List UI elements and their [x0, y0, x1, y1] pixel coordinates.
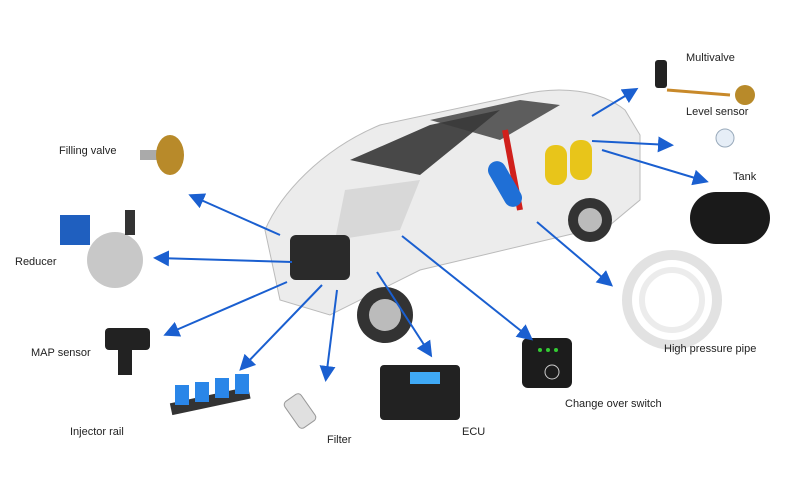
label-map-sensor: MAP sensor — [31, 347, 91, 359]
arrow-reducer — [153, 250, 293, 267]
arrow-level-sensor — [591, 136, 674, 153]
label-level-sensor: Level sensor — [686, 106, 749, 118]
arrow-change-over-switch — [401, 235, 534, 341]
map-sensor-image — [105, 328, 150, 375]
arrow-filter — [319, 289, 338, 382]
arrow-filling-valve — [188, 193, 281, 236]
level-sensor-image — [715, 128, 735, 148]
car-illustration — [264, 89, 641, 343]
arrow-high-pressure-pipe — [536, 221, 614, 287]
label-high-pressure-pipe: High pressure pipe — [664, 343, 757, 355]
label-tank: Tank — [733, 171, 757, 183]
label-reducer: Reducer — [15, 256, 57, 268]
multivalve-image — [655, 60, 755, 105]
arrow-tank — [601, 149, 709, 186]
high-pressure-pipe-image — [622, 250, 722, 350]
arrow-injector-rail — [239, 284, 323, 371]
injector-rail-image — [169, 374, 251, 416]
label-change-over-switch: Change over switch — [565, 398, 662, 410]
ecu-image — [380, 365, 460, 420]
filter-image — [283, 393, 317, 429]
arrow-map-sensor — [163, 281, 288, 337]
arrow-ecu — [376, 271, 433, 358]
label-filter: Filter — [327, 434, 352, 446]
reducer-image — [60, 210, 143, 288]
change-over-switch-image — [522, 338, 572, 388]
label-ecu: ECU — [462, 426, 486, 438]
label-filling-valve: Filling valve — [59, 145, 117, 157]
label-injector-rail: Injector rail — [70, 426, 124, 438]
tank-image — [690, 192, 770, 244]
filling-valve-image — [140, 135, 184, 175]
label-multivalve: Multivalve — [686, 52, 735, 64]
arrow-multivalve — [591, 87, 639, 117]
